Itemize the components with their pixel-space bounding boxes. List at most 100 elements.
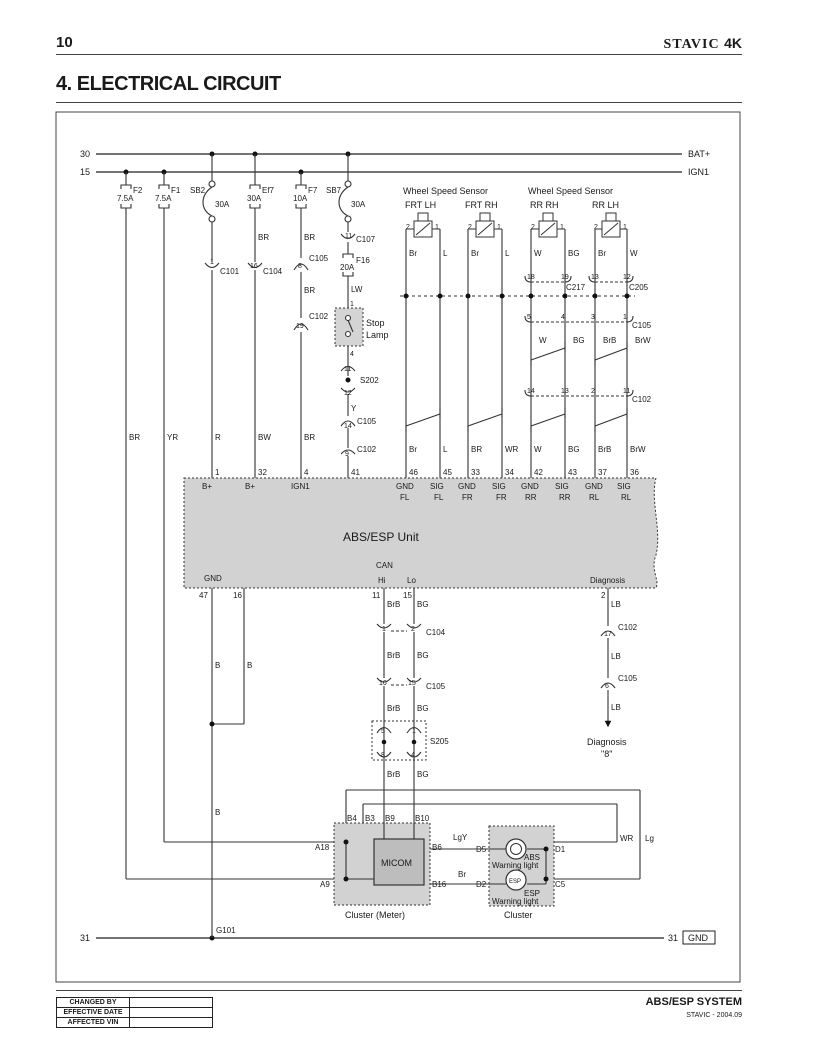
unit-pin-label: SIG (492, 482, 506, 491)
sensor-rr-lh-label: RR LH (592, 200, 619, 210)
unit-pin-sublabel: RR (559, 493, 571, 502)
footer-rule (56, 990, 742, 991)
diag-label: Diagnosis (590, 576, 625, 585)
connector-pin: 4 (561, 314, 565, 321)
junction-dot (543, 846, 549, 852)
sensor-wire-label: L (443, 249, 448, 258)
unit-pin-number: 37 (598, 468, 607, 477)
unit-pin-sublabel: FL (434, 493, 444, 502)
unit-pin-label: B+ (202, 482, 212, 491)
gnd-label: GND (204, 574, 222, 583)
sensor-pin-2: 2 (594, 224, 598, 231)
unit-wire-label: BrW (630, 445, 646, 454)
wire-f7-label: BR (304, 233, 315, 242)
c105-can-label: C105 (426, 682, 446, 691)
shield-dot (437, 293, 443, 299)
c105-can-pin-2: 15 (408, 680, 416, 687)
revision-value (129, 1007, 213, 1018)
c104-label: C104 (263, 267, 283, 276)
wire-f7-label-2: BR (304, 286, 315, 295)
pin-b10: B10 (415, 814, 430, 823)
cluster-meter-title: Cluster (Meter) (345, 910, 405, 920)
sensor-frt-rh-label: FRT RH (465, 200, 498, 210)
can-lo-label: Lo (407, 576, 416, 585)
ground-point-label: G101 (216, 926, 236, 935)
c102-sl-label: C102 (357, 445, 377, 454)
rail-bat-right-label: BAT+ (688, 149, 710, 159)
unit-pin-number: 1 (215, 468, 220, 477)
wire-lg: Lg (645, 834, 654, 843)
connector-pin: 2 (591, 388, 595, 395)
sensor-coil-slash (603, 222, 619, 236)
shield-dot (528, 293, 534, 299)
c105-wire-label: W (539, 336, 547, 345)
unit-pin-label: IGN1 (291, 482, 310, 491)
splice-dot (381, 739, 387, 745)
sensor-wire-label: W (630, 249, 638, 258)
rail-ign-right-label: IGN1 (688, 167, 709, 177)
sensor-wire-label: W (534, 249, 542, 258)
section-title: 4. ELECTRICAL CIRCUIT (56, 73, 281, 95)
unit-pin-number: 41 (351, 468, 360, 477)
stop-lamp-label-1: Stop (366, 318, 385, 328)
unit-wire-label: BR (471, 445, 482, 454)
fuse-sb7-name: SB7 (326, 186, 342, 195)
diag-wire-2: LB (611, 652, 621, 661)
s205-pin-5: 5 (381, 728, 385, 735)
c102-sl-pin: 9 (345, 451, 349, 458)
c102-diag-label: C102 (618, 623, 638, 632)
abs-unit-title: ABS/ESP Unit (343, 530, 419, 544)
fuse-sb2-name: SB2 (190, 186, 206, 195)
unit-pin-label: SIG (617, 482, 631, 491)
unit-pin-label: GND (585, 482, 603, 491)
can-label: CAN (376, 561, 393, 570)
micom-block (373, 838, 425, 886)
fuse-f2-name: F2 (133, 186, 143, 195)
wire-y-label: Y (351, 404, 357, 413)
c105-f7-pin: 8 (298, 263, 302, 270)
pin-a18: A18 (315, 843, 330, 852)
sensor-pin-1: 1 (560, 224, 564, 231)
c105-sl-pin: 14 (344, 423, 352, 430)
unit-pin-number: 42 (534, 468, 543, 477)
unit-wire-label: BrB (598, 445, 611, 454)
abs-light-label-2: Warning light (492, 861, 539, 870)
sensor-cap (605, 212, 617, 222)
wire-ef7-label: BR (258, 233, 269, 242)
sensor-group-rear-label: Wheel Speed Sensor (528, 186, 613, 196)
can-hi-label: Hi (378, 576, 386, 585)
can-hi-wire-4: BrB (387, 770, 400, 779)
s202-pin-b: 12 (344, 390, 352, 397)
revision-table: CHANGED BY EFFECTIVE DATE AFFECTED VIN (56, 997, 213, 1028)
abs-light-label-1: ABS (524, 853, 540, 862)
connector-pin: 3 (591, 314, 595, 321)
connector-pin: 13 (591, 274, 599, 281)
sensor-coil-slash (415, 222, 431, 236)
sensor-group-front-label: Wheel Speed Sensor (403, 186, 488, 196)
revision-row: AFFECTED VIN (56, 1017, 213, 1028)
sensor-coil-slash (477, 222, 493, 236)
wire-lgy: LgY (453, 833, 468, 842)
connector-pin: 5 (527, 314, 531, 321)
sensor-cap (542, 212, 554, 222)
unit-pin-sublabel: FR (462, 493, 473, 502)
c105-wire-label: BG (573, 336, 585, 345)
connector-pin: 18 (527, 274, 535, 281)
wire-ef7-label-2: BW (258, 433, 271, 442)
unit-pin-number: 33 (471, 468, 480, 477)
fuse-f2-rating: 7.5A (117, 194, 134, 203)
sensor-pin-1: 1 (623, 224, 627, 231)
unit-wire-label: W (534, 445, 542, 454)
pin-b3: B3 (365, 814, 375, 823)
unit-wire-label: L (443, 445, 448, 454)
diag-terminal-label: Diagnosis (587, 737, 627, 747)
gnd-wire-2: B (247, 661, 252, 670)
c107-pin: 11 (345, 233, 352, 240)
unit-pin-sublabel: RL (589, 493, 600, 502)
abs-esp-unit (183, 477, 659, 589)
sensor-wire-label: Br (409, 249, 417, 258)
connector-bracket (524, 315, 532, 323)
splice-s205 (371, 720, 427, 761)
sensor-pin-2: 2 (468, 224, 472, 231)
